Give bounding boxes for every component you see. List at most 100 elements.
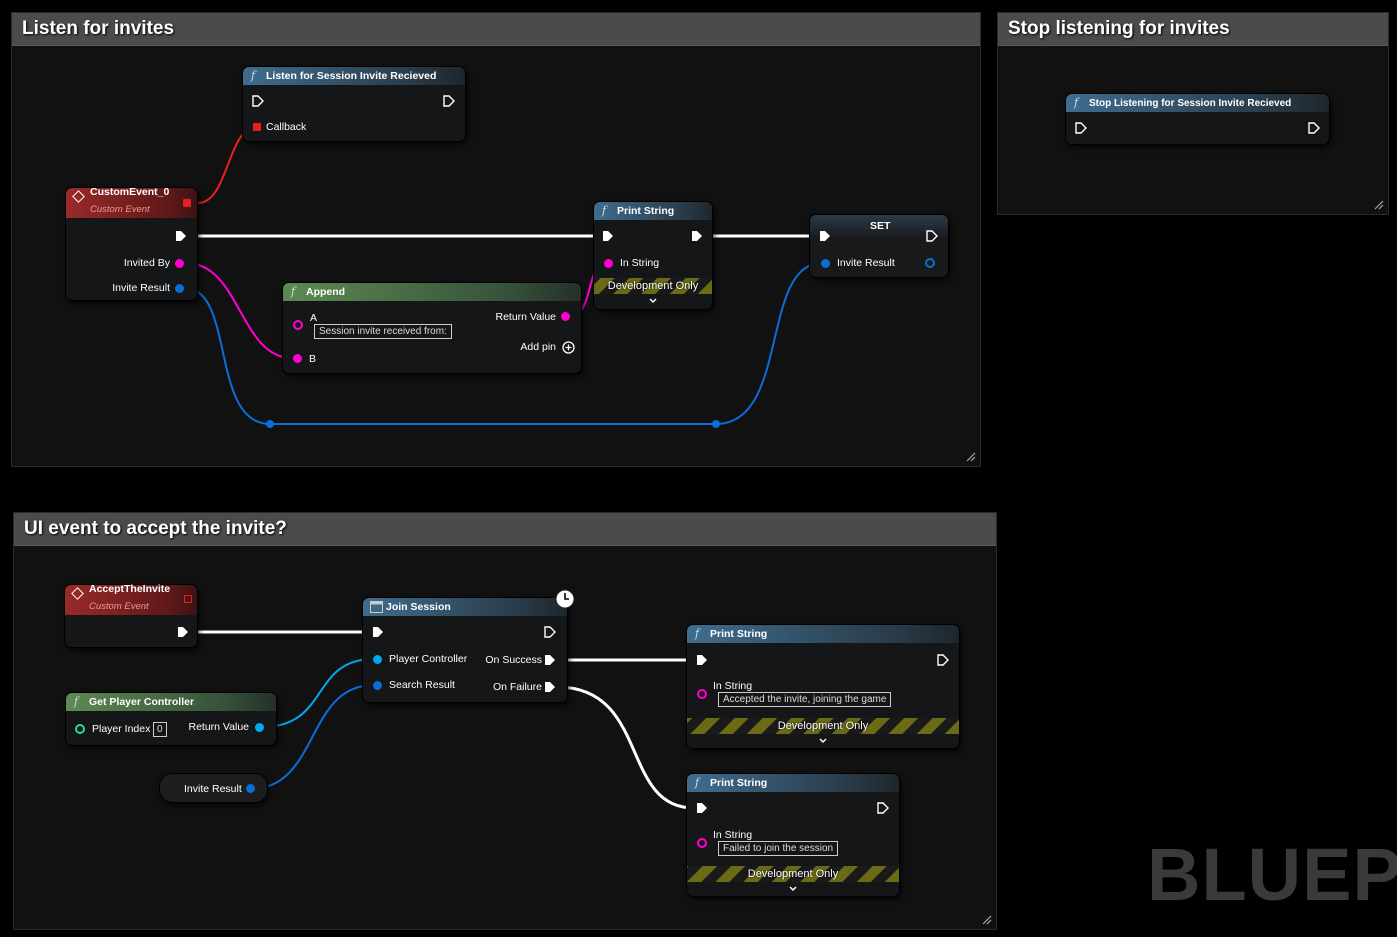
append-a-input[interactable]: Session invite received from:: [314, 324, 452, 339]
node-header[interactable]: Join Session: [363, 598, 567, 616]
exec-out-pin-icon[interactable]: [544, 654, 556, 666]
node-set[interactable]: SET Invite Result: [810, 215, 948, 277]
node-invite-result-variable[interactable]: Invite Result: [160, 774, 267, 802]
node-header[interactable]: CustomEvent_0 Custom Event: [66, 186, 197, 218]
exec-out-pin-icon[interactable]: [177, 626, 189, 638]
in-string-input[interactable]: Failed to join the session: [718, 841, 839, 856]
pin-label-invite-result: Invite Result: [112, 282, 170, 294]
node-title: Join Session: [386, 601, 451, 613]
exec-in-pin-icon[interactable]: [1075, 122, 1087, 134]
node-title: Print String: [617, 205, 675, 217]
node-title: Stop Listening for Session Invite Reciev…: [1089, 98, 1292, 109]
struct-pin-icon[interactable]: [821, 259, 830, 268]
exec-out-pin-icon[interactable]: [443, 95, 455, 107]
exec-in-pin-icon[interactable]: [602, 230, 614, 242]
comment-header[interactable]: UI event to accept the invite?: [14, 513, 996, 546]
struct-pin-icon[interactable]: [246, 784, 255, 793]
pin-label-b: B: [309, 353, 317, 365]
node-title: Listen for Session Invite Recieved: [266, 70, 437, 82]
exec-out-pin-icon[interactable]: [544, 626, 556, 638]
struct-pin-icon[interactable]: [175, 284, 184, 293]
chevron-down-icon[interactable]: [648, 296, 658, 306]
comment-header[interactable]: Listen for invites: [12, 13, 980, 46]
node-header[interactable]: [810, 215, 948, 239]
pin-label-in-string: In String: [713, 680, 753, 692]
pin-label-return-value: Return Value: [495, 311, 556, 323]
chevron-down-icon[interactable]: [818, 736, 828, 746]
development-only-banner: Development Only: [594, 278, 712, 294]
exec-out-pin-icon[interactable]: [877, 802, 889, 814]
event-icon: [71, 587, 84, 600]
exec-out-pin-icon[interactable]: [1308, 122, 1320, 134]
exec-in-pin-icon[interactable]: [696, 802, 708, 814]
event-icon: [72, 190, 85, 203]
comment-title: Listen for invites: [22, 18, 175, 39]
exec-in-pin-icon[interactable]: [252, 95, 264, 107]
pin-label-invite-result: Invite Result: [837, 257, 895, 269]
string-pin-icon[interactable]: [697, 838, 707, 848]
node-header[interactable]: AcceptTheInvite Custom Event: [65, 583, 197, 615]
resize-handle-icon[interactable]: [982, 915, 992, 925]
node-title: AcceptTheInvite: [89, 583, 171, 595]
exec-in-pin-icon[interactable]: [696, 654, 708, 666]
exec-out-pin-icon[interactable]: [937, 654, 949, 666]
chevron-down-icon[interactable]: [788, 884, 798, 894]
pin-label-on-failure: On Failure: [492, 681, 542, 693]
int-pin-icon[interactable]: [75, 724, 85, 734]
object-pin-icon[interactable]: [373, 655, 382, 664]
string-pin-icon[interactable]: [604, 259, 613, 268]
exec-in-pin-icon[interactable]: [819, 230, 831, 242]
node-accept-the-invite[interactable]: AcceptTheInvite Custom Event: [65, 583, 197, 647]
exec-in-pin-icon[interactable]: [372, 626, 384, 638]
variable-label: Invite Result: [184, 783, 242, 795]
node-custom-event[interactable]: CustomEvent_0 Custom Event Invited By In…: [66, 186, 197, 300]
reroute-node[interactable]: [266, 420, 274, 428]
delegate-pin-icon[interactable]: [184, 595, 192, 603]
string-pin-icon[interactable]: [293, 320, 303, 330]
exec-out-pin-icon[interactable]: [175, 230, 187, 242]
object-pin-icon[interactable]: [255, 723, 264, 732]
exec-out-pin-icon[interactable]: [544, 681, 556, 693]
player-index-input[interactable]: 0: [153, 722, 167, 737]
reroute-node[interactable]: [712, 420, 720, 428]
exec-out-pin-icon[interactable]: [926, 230, 938, 242]
node-listen-session-invite[interactable]: f Listen for Session Invite Recieved Call…: [243, 67, 465, 141]
string-pin-icon[interactable]: [293, 354, 302, 363]
add-pin-label: Add pin: [520, 341, 556, 353]
delegate-pin-icon[interactable]: [253, 123, 261, 131]
pin-label-return-value: Return Value: [188, 721, 249, 733]
node-header[interactable]: f Listen for Session Invite Recieved: [243, 67, 465, 85]
struct-pin-icon[interactable]: [925, 258, 935, 268]
function-icon: f: [251, 69, 256, 82]
string-pin-icon[interactable]: [561, 312, 570, 321]
development-only-banner: Development Only: [687, 866, 899, 882]
node-subtitle: Custom Event: [90, 204, 150, 215]
pin-label-callback: Callback: [266, 121, 307, 133]
resize-handle-icon[interactable]: [1374, 200, 1384, 210]
node-join-session[interactable]: Join Session Player Controller Search Re…: [363, 589, 575, 702]
pin-label-a: A: [310, 312, 318, 324]
add-pin-icon[interactable]: [562, 341, 575, 354]
latent-function-icon: [370, 601, 383, 613]
resize-handle-icon[interactable]: [966, 452, 976, 462]
string-pin-icon[interactable]: [175, 259, 184, 268]
comment-header[interactable]: Stop listening for invites: [998, 13, 1388, 46]
exec-out-pin-icon[interactable]: [691, 230, 703, 242]
delegate-pin-icon[interactable]: [183, 199, 191, 207]
struct-pin-icon[interactable]: [373, 681, 382, 690]
string-pin-icon[interactable]: [697, 689, 707, 699]
in-string-input[interactable]: Accepted the invite, joining the game: [718, 692, 892, 707]
node-title: SET: [870, 220, 891, 232]
